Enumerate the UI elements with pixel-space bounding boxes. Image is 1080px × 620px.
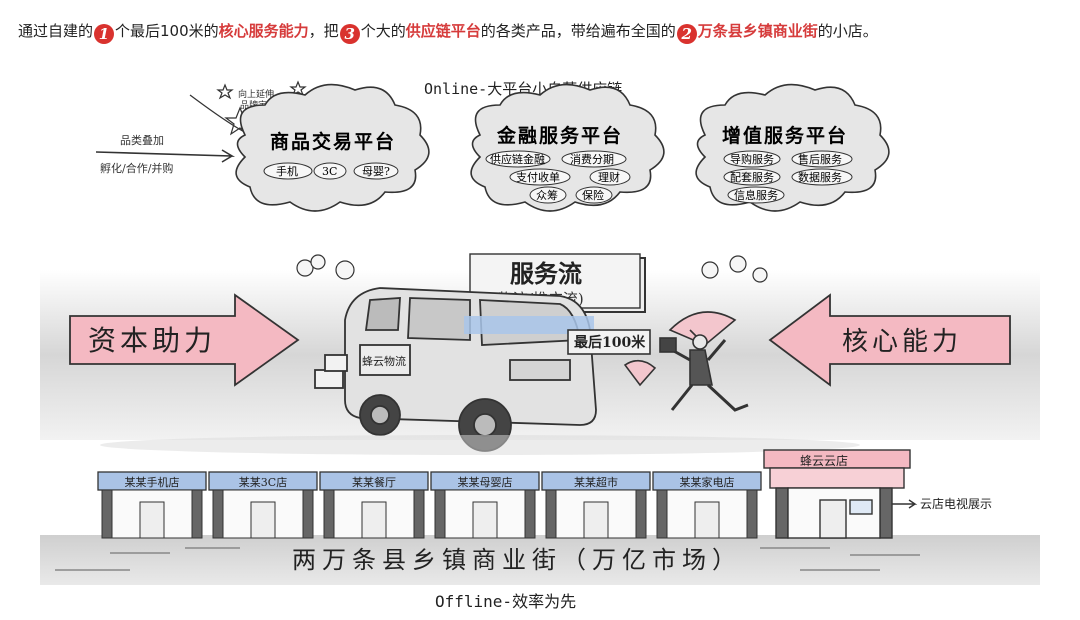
offline-label: Offline-效率为先 <box>435 592 577 611</box>
running-man <box>623 311 749 412</box>
cloud-value <box>695 83 890 212</box>
service-flow-title: 服务流 <box>510 259 582 288</box>
shop-name: 某某餐厅 <box>352 475 396 489</box>
shop-front: 某某家电店 <box>652 471 762 539</box>
cloud-finance <box>470 83 665 212</box>
tag-guide: 导购服务 <box>730 152 774 166</box>
note-incubate: 孵化/合作/并购 <box>100 161 173 175</box>
shop-front: 某某母婴店 <box>430 471 540 539</box>
tag-phone: 手机 <box>276 164 298 178</box>
smoke-puffs <box>296 254 768 283</box>
headline-text-2: 个最后100米的 <box>115 22 219 40</box>
cloud-store <box>763 449 911 539</box>
headline-text-4: 个大的 <box>360 22 406 40</box>
arrow-tv-note <box>892 499 918 509</box>
last-mile-sign <box>567 329 651 355</box>
headline-highlight-3: 万条县乡镇商业街 <box>697 22 818 40</box>
road-text: 两万条县乡镇商业街（万亿市场） <box>292 546 742 574</box>
road-marks <box>55 547 920 571</box>
tag-aftersale: 售后服务 <box>798 152 842 166</box>
shop-name: 某某3C店 <box>239 475 287 489</box>
tag-info: 信息服务 <box>734 188 778 202</box>
tag-data: 数据服务 <box>798 170 842 184</box>
shop-row: 某某手机店 某某3C店 某某餐厅 某某母婴店 某某超市 某某家电店 <box>97 471 762 539</box>
shop-name: 某某家电店 <box>680 475 735 489</box>
left-arrow-text: 资本助力 <box>88 324 216 357</box>
tag-maternal: 母婴? <box>362 165 390 178</box>
cloud-store-note: 云店电视展示 <box>920 496 992 511</box>
shop-front: 某某餐厅 <box>319 471 429 539</box>
tag-payment: 支付收单 <box>516 170 560 184</box>
tag-crowdfund: 众筹 <box>536 188 558 202</box>
headline-text-5: 的各类产品，带给遍布全国的 <box>480 22 676 40</box>
cloud-title-trade: 商品交易平台 <box>270 130 396 153</box>
number-badge-2: 2 <box>676 24 697 44</box>
cloud-title-value: 增值服务平台 <box>722 124 848 147</box>
shop-name: 某某手机店 <box>125 475 180 489</box>
right-arrow-text: 核心能力 <box>842 327 962 357</box>
number-badge-3: 3 <box>339 24 360 44</box>
tag-3c: 3C <box>322 165 337 178</box>
cloud-store-name: 蜂云云店 <box>800 454 848 468</box>
shop-name: 某某超市 <box>574 475 618 489</box>
last-mile-text: 最后100米 <box>574 334 646 351</box>
ground-shadow <box>100 435 860 455</box>
road-band <box>40 535 1040 585</box>
tag-wealth: 理财 <box>598 170 620 184</box>
headline-text-1: 通过自建的 <box>18 22 94 40</box>
note-extend-up: 向上延伸 <box>238 88 274 100</box>
shop-front: 某某3C店 <box>208 471 318 539</box>
headline-text-6: 的小店。 <box>817 22 878 40</box>
headline-highlight-1: 核心服务能力 <box>218 22 309 40</box>
tag-support: 配套服务 <box>730 171 774 184</box>
shop-front: 某某手机店 <box>97 471 207 539</box>
tag-insurance: 保险 <box>582 188 604 202</box>
arrow-into-cloud <box>95 149 236 163</box>
headline-highlight-2: 供应链平台 <box>405 22 481 40</box>
note-category: 品类叠加 <box>120 133 164 147</box>
right-arrow-core <box>768 293 1011 387</box>
shop-name: 某某母婴店 <box>458 475 513 489</box>
cloud-title-finance: 金融服务平台 <box>496 124 623 147</box>
tag-supply-finance: 供应链金融 <box>490 152 545 166</box>
number-badge-1: 1 <box>94 24 115 44</box>
tag-installment: 消费分期 <box>570 152 614 166</box>
shop-front: 某某超市 <box>541 471 651 539</box>
left-arrow-capital <box>69 293 300 387</box>
van-label: 蜂云物流 <box>362 354 406 368</box>
van-roof-stripe <box>464 316 594 334</box>
headline-text-3: ，把 <box>308 22 339 40</box>
